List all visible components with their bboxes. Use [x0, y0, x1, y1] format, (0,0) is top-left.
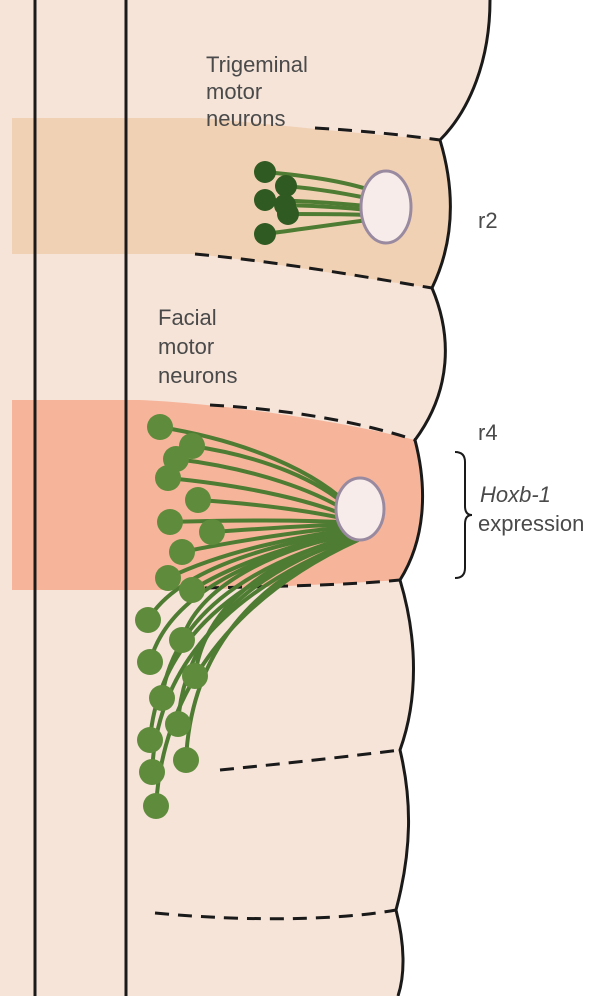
- expression-bracket: [455, 452, 472, 578]
- facial-label-line3: neurons: [158, 363, 238, 388]
- trigeminal-neuron-body: [277, 203, 299, 225]
- facial-neuron-body: [149, 685, 175, 711]
- facial-neuron-body: [185, 487, 211, 513]
- trigeminal-label-line3: neurons: [206, 106, 286, 131]
- trigeminal-neuron-body: [275, 175, 297, 197]
- trigeminal-neuron-body: [254, 223, 276, 245]
- trigeminal-label-line2: motor: [206, 79, 262, 104]
- facial-neuron-body: [135, 607, 161, 633]
- r2-exit-point: [361, 171, 411, 243]
- trigeminal-label-line1: Trigeminal: [206, 52, 308, 77]
- facial-neuron-body: [155, 565, 181, 591]
- r4-label: r4: [478, 420, 498, 445]
- facial-neuron-body: [137, 727, 163, 753]
- facial-neuron-body: [143, 793, 169, 819]
- r2-label: r2: [478, 208, 498, 233]
- facial-neuron-body: [165, 711, 191, 737]
- facial-neuron-body: [155, 465, 181, 491]
- facial-neuron-body: [137, 649, 163, 675]
- gene-label: Hoxb-1: [480, 482, 551, 507]
- expression-label: expression: [478, 511, 584, 536]
- facial-neuron-body: [199, 519, 225, 545]
- facial-neuron-body: [182, 663, 208, 689]
- trigeminal-neuron-body: [254, 189, 276, 211]
- facial-neuron-body: [179, 577, 205, 603]
- facial-label-line1: Facial: [158, 305, 217, 330]
- facial-neuron-body: [173, 747, 199, 773]
- facial-neuron-body: [169, 539, 195, 565]
- trigeminal-neuron-body: [254, 161, 276, 183]
- facial-neuron-body: [139, 759, 165, 785]
- facial-neuron-body: [147, 414, 173, 440]
- facial-neuron-body: [157, 509, 183, 535]
- facial-neuron-body: [169, 627, 195, 653]
- r4-exit-point: [336, 478, 384, 540]
- facial-label-line2: motor: [158, 334, 214, 359]
